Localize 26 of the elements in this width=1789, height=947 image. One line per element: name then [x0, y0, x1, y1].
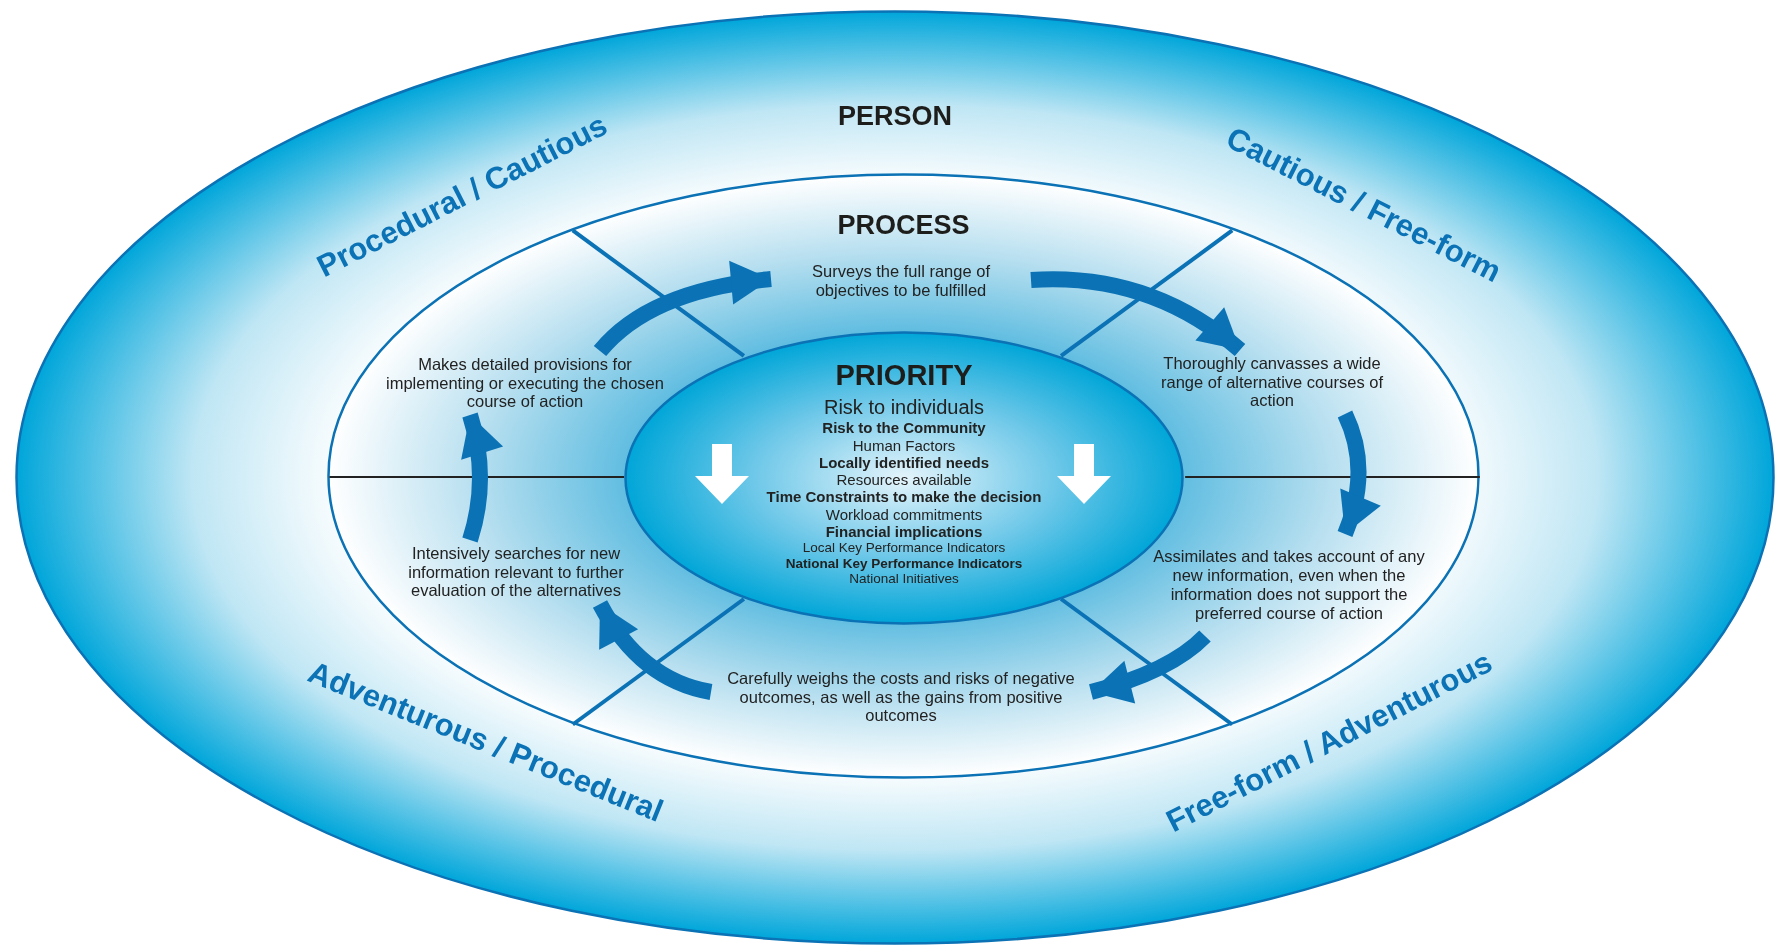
- list-item: Risk to the Community: [822, 419, 986, 437]
- list-item: Risk to individuals: [823, 396, 985, 420]
- step-text: Surveys the full range of objectives to be fulfilled: [781, 258, 1021, 304]
- step-text: Makes detailed provisions for implementing or executing the chosen course of action: [385, 351, 665, 415]
- step-text: Assimilates and takes account of any new information, even when the information does not support the preferred course of action: [1144, 534, 1434, 636]
- list-item: National Key Performance Indicators: [785, 555, 1023, 572]
- curved-arrow: [594, 261, 772, 357]
- curved-arrow: [1030, 271, 1246, 357]
- ring-heading: PERSON: [838, 102, 952, 130]
- step-text: Thoroughly canvasses a wide range of alternative courses of action: [1157, 350, 1387, 414]
- list-item: Financial implications: [825, 522, 983, 541]
- list-item: Local Key Performance Indicators: [802, 540, 1006, 556]
- step-text: Intensively searches for new information relevant to further evaluation of the alternatives: [376, 540, 656, 604]
- list-item: Resources available: [836, 471, 972, 489]
- curved-arrow: [1337, 410, 1380, 537]
- outer-ellipse: [15, 10, 1775, 945]
- ring-heading: PROCESS: [837, 211, 970, 239]
- list-item: Locally identified needs: [818, 453, 989, 472]
- heading: PRIORITY: [835, 359, 973, 393]
- curved-arrow: [460, 412, 503, 543]
- list-item: Human Factors: [852, 436, 956, 454]
- step-text: Carefully weighs the costs and risks of negative outcomes, as well as the gains from positive outcomes: [711, 665, 1091, 729]
- curved-arrow: [593, 600, 713, 700]
- list-item: National Initiatives: [849, 571, 959, 587]
- list-item: Time Constraints to make the decision: [766, 488, 1042, 506]
- list-item: Workload commitments: [825, 505, 983, 523]
